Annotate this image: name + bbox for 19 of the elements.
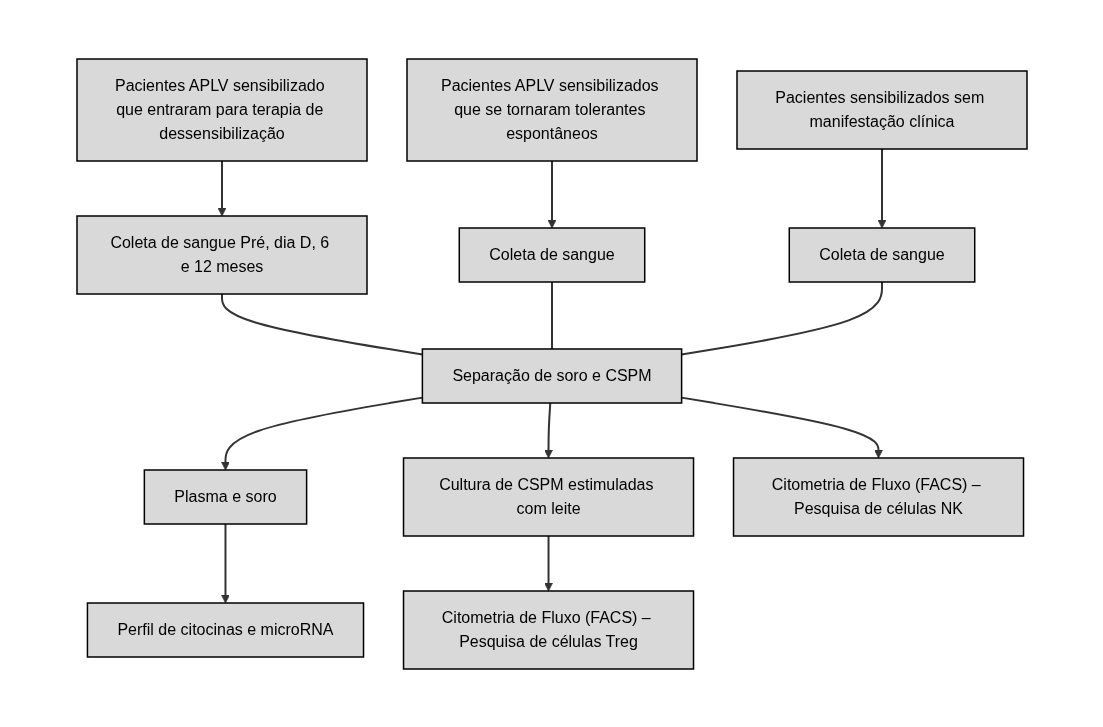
node-box: Pacientes APLV sensibilizados que se tornaram tolerantes espontâneos bbox=[405, 57, 698, 162]
arrow bbox=[877, 147, 886, 228]
node-box: Coleta de sangue bbox=[788, 226, 975, 283]
arrow bbox=[547, 159, 556, 228]
node-box: Pacientes sensibilizados sem manifestação clínica bbox=[735, 69, 1028, 150]
node-box: Perfil de citocinas e microRNA bbox=[86, 601, 364, 658]
node-box: Cultura de CSPM estimuladas com leite bbox=[402, 456, 694, 537]
arrow bbox=[543, 534, 553, 591]
node-box: Separação de soro e CSPM bbox=[421, 347, 682, 404]
arrow bbox=[220, 522, 230, 603]
node-box: Coleta de sangue Pré, dia D, 6 e 12 meses bbox=[75, 214, 368, 295]
node-box: Plasma e soro bbox=[143, 468, 307, 525]
connector bbox=[550, 280, 553, 350]
arrow bbox=[217, 159, 226, 216]
node-box: Coleta de sangue bbox=[458, 226, 645, 283]
node-box: Citometria de Fluxo (FACS) – Pesquisa de células Treg bbox=[402, 589, 694, 670]
node-box: Citometria de Fluxo (FACS) – Pesquisa de células NK bbox=[732, 456, 1024, 537]
node-box: Pacientes APLV sensibilizado que entraram para terapia de dessensibilização bbox=[75, 57, 368, 162]
arrow bbox=[543, 401, 553, 458]
